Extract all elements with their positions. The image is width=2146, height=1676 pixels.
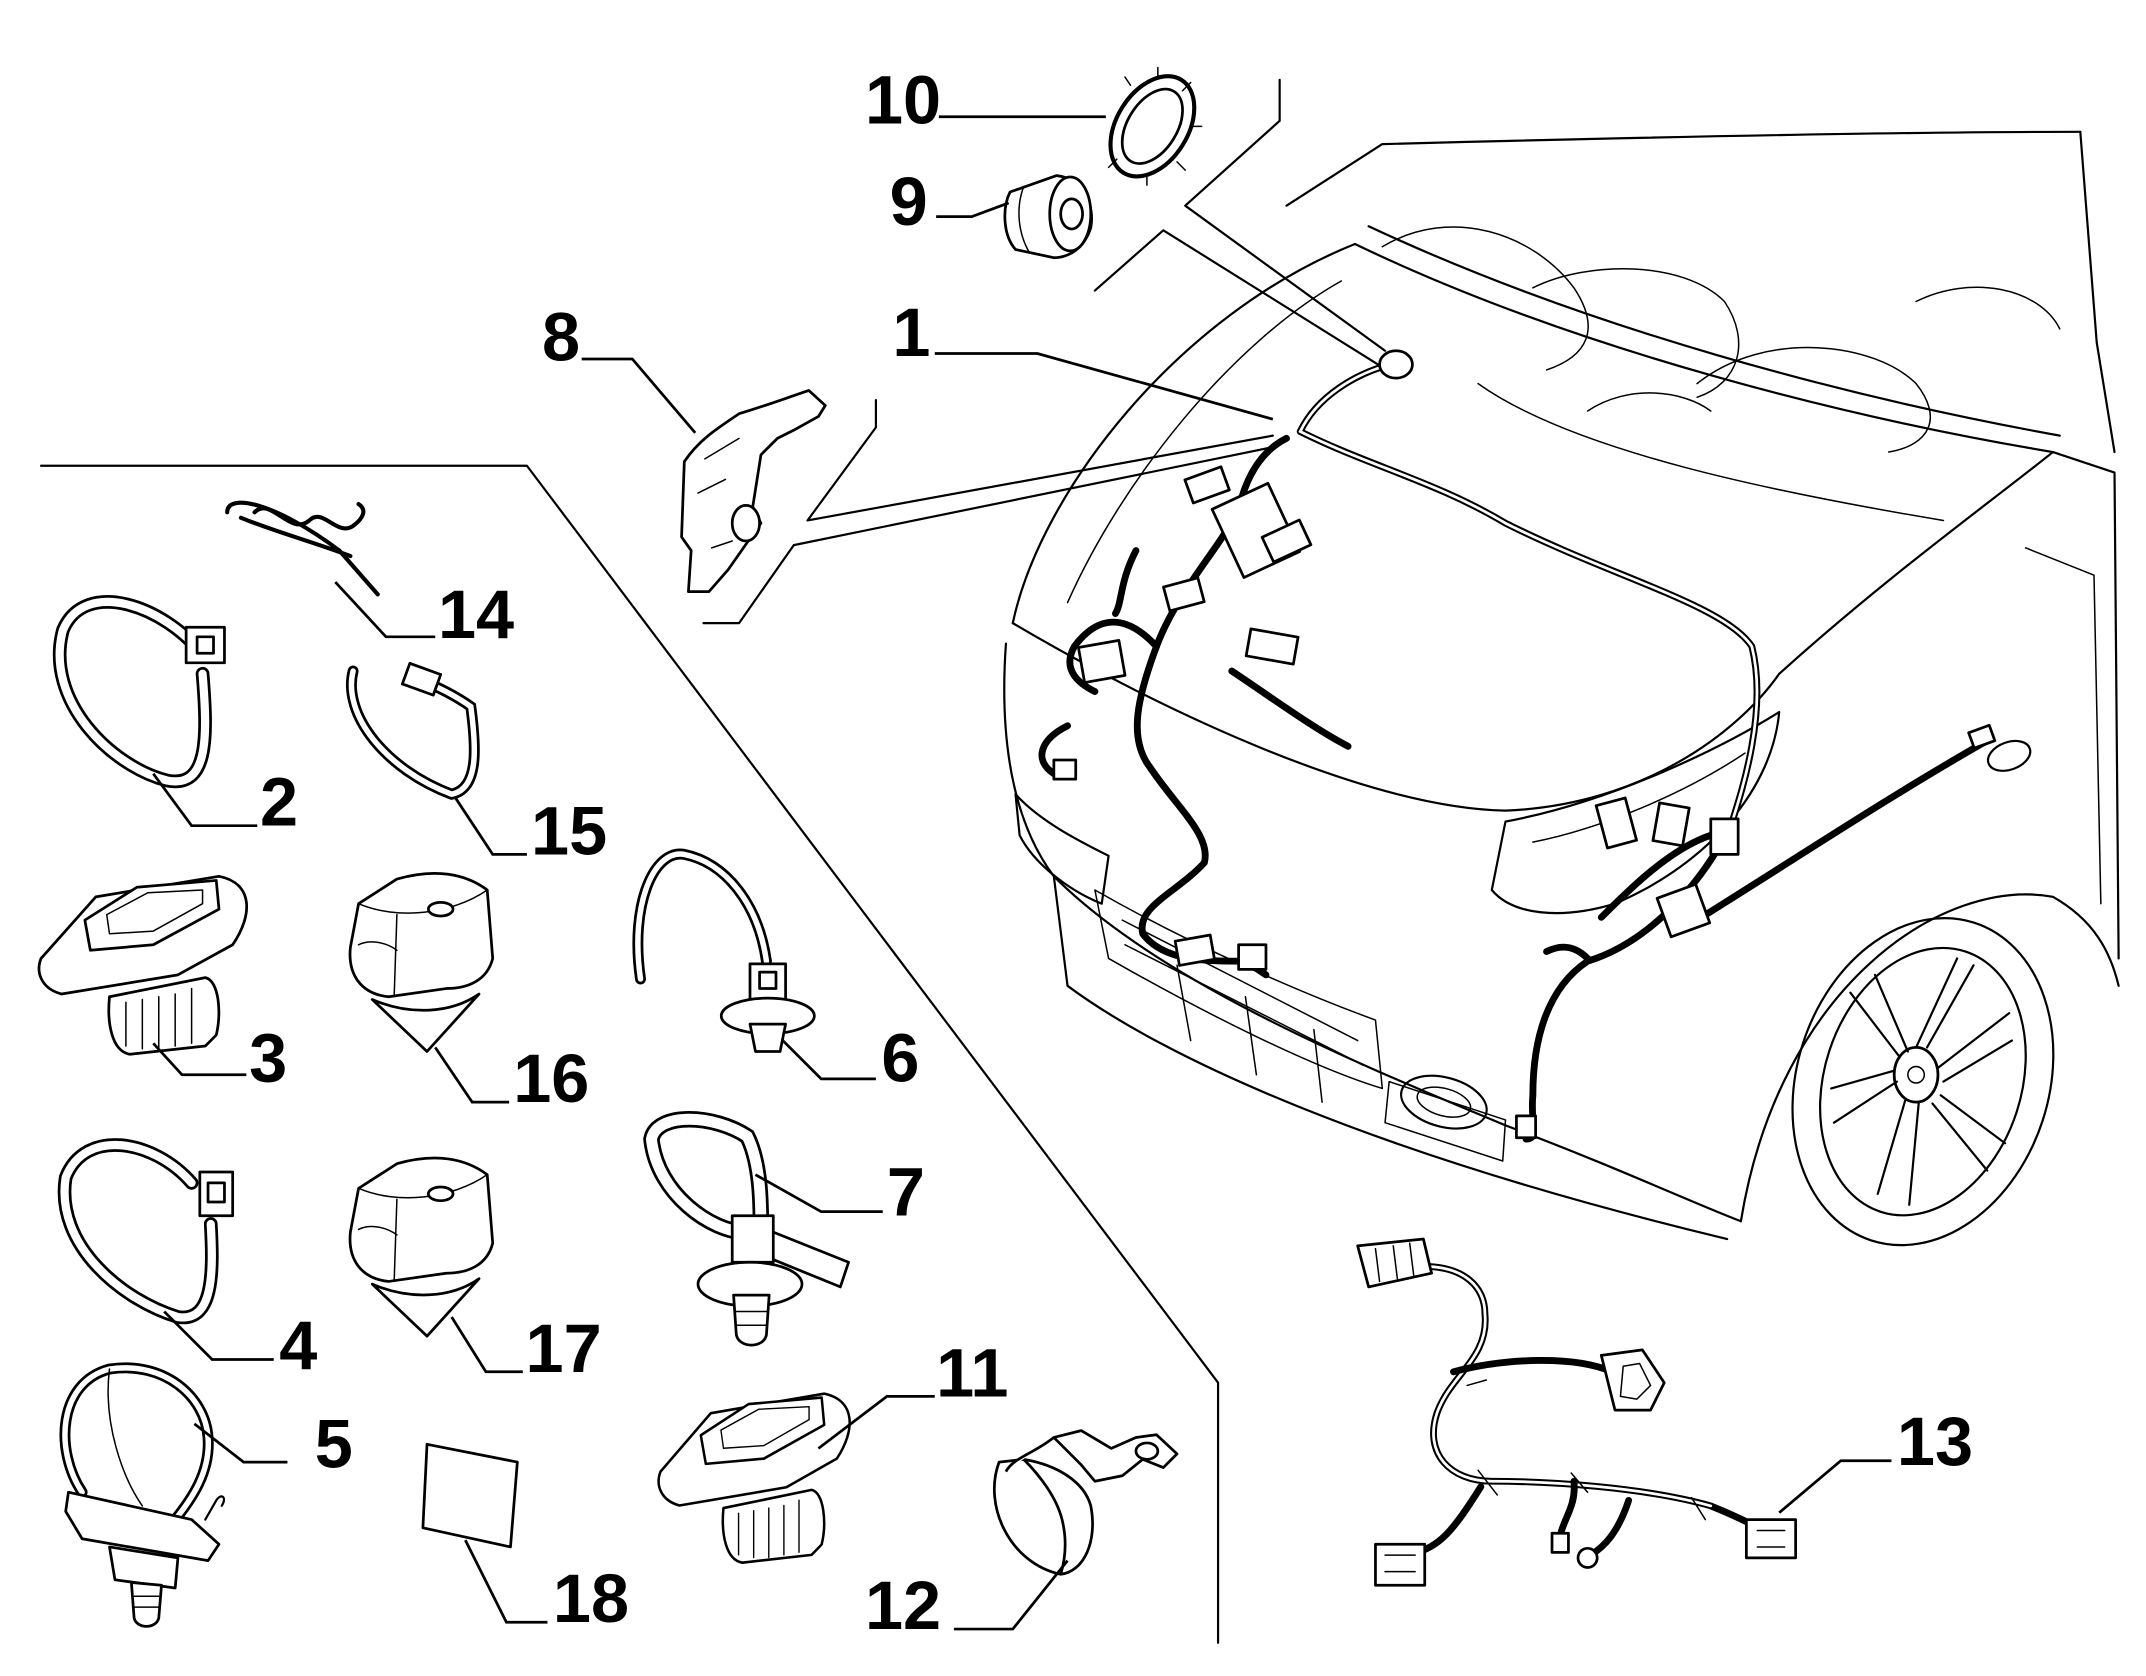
reference-line-9 (1093, 229, 1384, 369)
part-9-grommet (1003, 174, 1093, 260)
callout-7: 7 (887, 1154, 925, 1231)
vehicle-front-view (1003, 130, 2120, 1247)
leader-lines (152, 115, 1892, 1631)
leader-line-5 (193, 1422, 288, 1464)
part-1-front-wiring-harness (1038, 349, 1997, 1143)
part-15-cable-tie (346, 661, 480, 800)
callout-1: 1 (892, 294, 930, 371)
callout-8: 8 (542, 298, 580, 375)
callout-5: 5 (315, 1406, 353, 1483)
harness-connector (1744, 1518, 1798, 1560)
harness-grommet (1378, 349, 1414, 380)
callout-16: 16 (513, 1040, 589, 1117)
part-11-mounting-clip (657, 1392, 851, 1564)
callout-17: 17 (526, 1310, 602, 1387)
part-3-mounting-clip (37, 874, 249, 1056)
callout-14: 14 (438, 576, 514, 653)
leader-line-15 (454, 797, 527, 856)
callout-15: 15 (531, 792, 607, 869)
leader-line-4 (163, 1310, 274, 1361)
leader-line-16 (434, 1046, 510, 1104)
callout-9: 9 (890, 163, 928, 240)
harness-connector (1356, 1237, 1433, 1289)
callout-18: 18 (553, 1560, 629, 1637)
part-14-wire-clip (225, 500, 380, 597)
harness-connector (1599, 1348, 1666, 1412)
part-7-strap-with-pin (643, 1111, 850, 1347)
part-8-bracket (680, 389, 827, 594)
part-18-adhesive-pad (421, 1442, 519, 1549)
leader-line-11 (817, 1395, 935, 1450)
part-16-push-in-block (348, 871, 495, 1053)
harness-connector (1374, 1542, 1427, 1587)
leader-line-18 (464, 1539, 548, 1624)
leader-line-6 (781, 1039, 876, 1081)
callout-10: 10 (865, 62, 941, 139)
callout-13: 13 (1897, 1403, 1973, 1480)
leader-line-2 (152, 772, 258, 828)
leader-line-7 (754, 1173, 883, 1214)
harness-ring-terminal (1576, 1546, 1599, 1569)
reference-line-10 (1184, 78, 1387, 352)
front-wheel (1791, 917, 2055, 1247)
leader-line-14 (334, 581, 436, 639)
part-10-retaining-ring (1107, 66, 1203, 186)
reference-line-8b (702, 445, 1277, 625)
part-13-wiring-harness (1356, 1237, 1798, 1587)
leader-line-8 (581, 357, 697, 434)
callout-6: 6 (881, 1020, 919, 1097)
leader-line-3 (152, 1042, 247, 1077)
part-4-cable-tie (57, 1138, 235, 1325)
part-5-loop-clip (59, 1362, 226, 1628)
part-6-cable-tie-with-pin (632, 848, 816, 1053)
callout-11: 11 (936, 1334, 1008, 1411)
callout-4: 4 (279, 1307, 317, 1384)
callout-3: 3 (249, 1020, 287, 1097)
callout-2: 2 (260, 764, 298, 841)
leader-line-17 (450, 1316, 523, 1374)
callout-12: 12 (865, 1567, 941, 1644)
leader-line-13 (1778, 1459, 1892, 1514)
part-2-cable-tie (52, 595, 226, 789)
section-divider-line (39, 464, 1220, 1644)
leader-line-12 (953, 1559, 1069, 1631)
reference-line-8a (806, 398, 1274, 522)
callout-numbers: 10 9 8 1 14 2 15 3 16 6 7 4 17 5 11 13 1… (249, 62, 1973, 1644)
part-17-push-in-block (348, 1156, 495, 1338)
leader-line-1 (934, 352, 1274, 421)
part-12-harness-clip (993, 1429, 1179, 1576)
leader-line-9 (936, 201, 1010, 219)
